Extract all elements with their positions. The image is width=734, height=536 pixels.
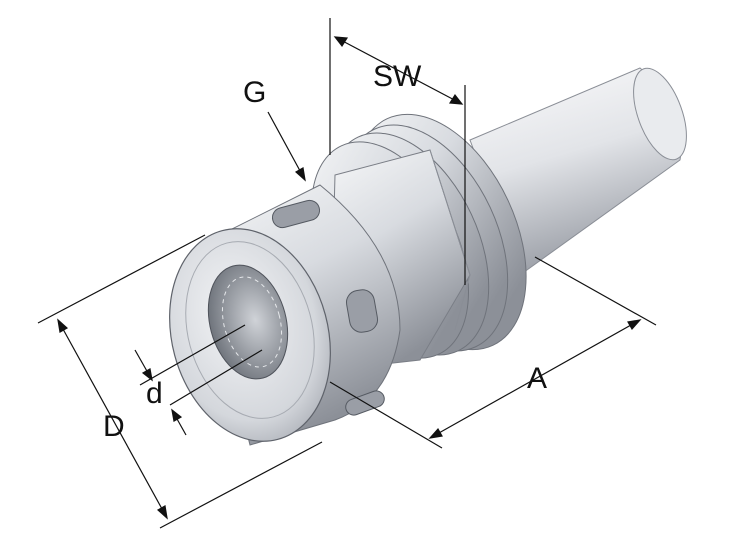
label-a: A xyxy=(527,362,547,395)
label-d-small: d xyxy=(146,377,163,410)
dimension-lines xyxy=(37,18,657,529)
taper-shank xyxy=(469,67,687,276)
label-sw: SW xyxy=(373,60,422,93)
label-g: G xyxy=(243,76,266,109)
clamping-nut xyxy=(169,184,401,446)
label-d-large: D xyxy=(103,410,125,443)
